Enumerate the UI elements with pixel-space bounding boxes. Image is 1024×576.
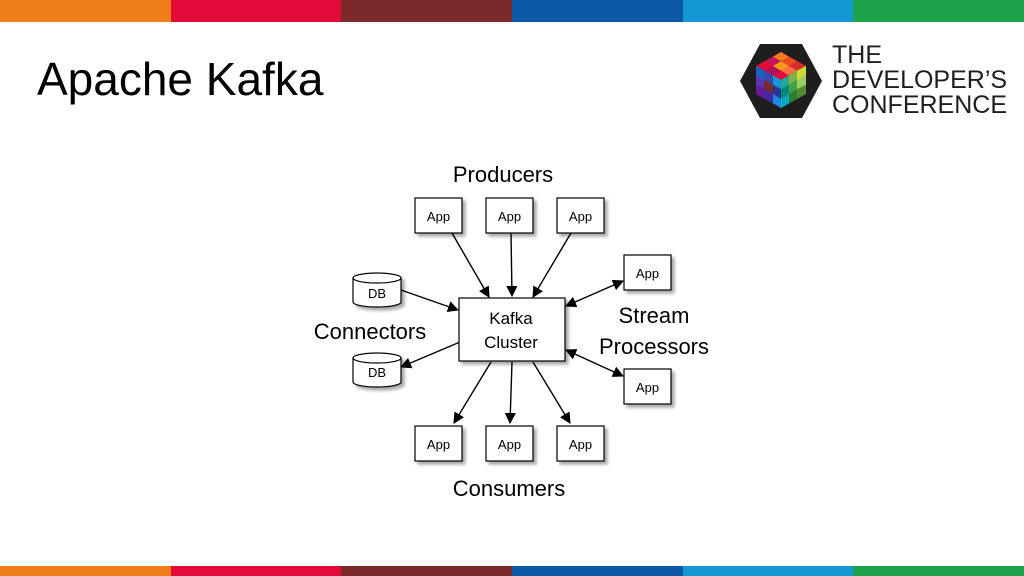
app-label: App: [636, 266, 659, 281]
producer-app-3: App: [556, 197, 605, 234]
stream-processors-label-line1: Stream: [619, 303, 690, 328]
stripe-green: [853, 0, 1024, 22]
stripe-light-blue: [682, 0, 854, 22]
stripe-red: [170, 566, 342, 576]
kafka-cluster-box: Kafka Cluster: [458, 297, 566, 362]
db-input-arrow: [400, 289, 460, 312]
logo-wordmark: THE DEVELOPER’S CONFERENCE: [832, 43, 1007, 118]
slide-title: Apache Kafka: [37, 53, 324, 105]
stream-processor-2-arrow: [564, 349, 625, 377]
bottom-color-stripe: [0, 566, 1024, 576]
stripe-maroon: [341, 566, 513, 576]
stream-processor-app-1: App: [623, 254, 672, 291]
kafka-cluster-label-line1: Kafka: [489, 309, 533, 328]
stream-processors-label-line2: Processors: [599, 334, 709, 359]
stripe-orange: [0, 566, 171, 576]
producer-1-arrow: [451, 232, 490, 298]
db-cylinder-input: DB: [352, 272, 402, 308]
stripe-dark-blue: [512, 566, 683, 576]
top-color-stripe: [0, 0, 1024, 22]
stripe-orange: [0, 0, 171, 22]
db-label: DB: [368, 365, 386, 380]
producer-app-2: App: [485, 197, 534, 234]
producer-app-1: App: [414, 197, 463, 234]
producer-2-arrow: [506, 232, 518, 298]
stripe-maroon: [341, 0, 513, 22]
stripe-green: [853, 566, 1024, 576]
app-label: App: [427, 209, 450, 224]
kafka-cluster-label-line2: Cluster: [484, 333, 538, 352]
cube-logo-icon: [740, 44, 822, 118]
consumer-app-1: App: [414, 425, 463, 462]
stripe-red: [170, 0, 342, 22]
app-label: App: [498, 209, 521, 224]
conference-logo: THE DEVELOPER’S CONFERENCE: [738, 40, 1007, 122]
stream-processor-app-2: App: [623, 368, 672, 405]
stripe-light-blue: [682, 566, 854, 576]
consumer-1-arrow: [453, 361, 492, 424]
consumer-app-3: App: [556, 425, 605, 462]
stripe-dark-blue: [512, 0, 683, 22]
db-label: DB: [368, 286, 386, 301]
consumers-label: Consumers: [453, 476, 565, 501]
app-label: App: [498, 437, 521, 452]
producer-3-arrow: [532, 232, 572, 298]
consumer-3-arrow: [532, 361, 571, 424]
producers-label: Producers: [453, 162, 553, 187]
consumer-app-2: App: [485, 425, 534, 462]
stream-processor-1-arrow: [564, 279, 625, 308]
logo-line-developers: DEVELOPER’S: [832, 66, 1008, 94]
app-label: App: [636, 380, 659, 395]
logo-line-the: THE: [832, 41, 882, 69]
app-label: App: [569, 209, 592, 224]
db-output-arrow: [399, 341, 461, 369]
app-label: App: [427, 437, 450, 452]
connectors-label: Connectors: [314, 319, 427, 344]
logo-line-conference: CONFERENCE: [832, 91, 1008, 119]
db-cylinder-output: DB: [352, 352, 402, 388]
app-label: App: [569, 437, 592, 452]
consumer-2-arrow: [504, 361, 516, 425]
